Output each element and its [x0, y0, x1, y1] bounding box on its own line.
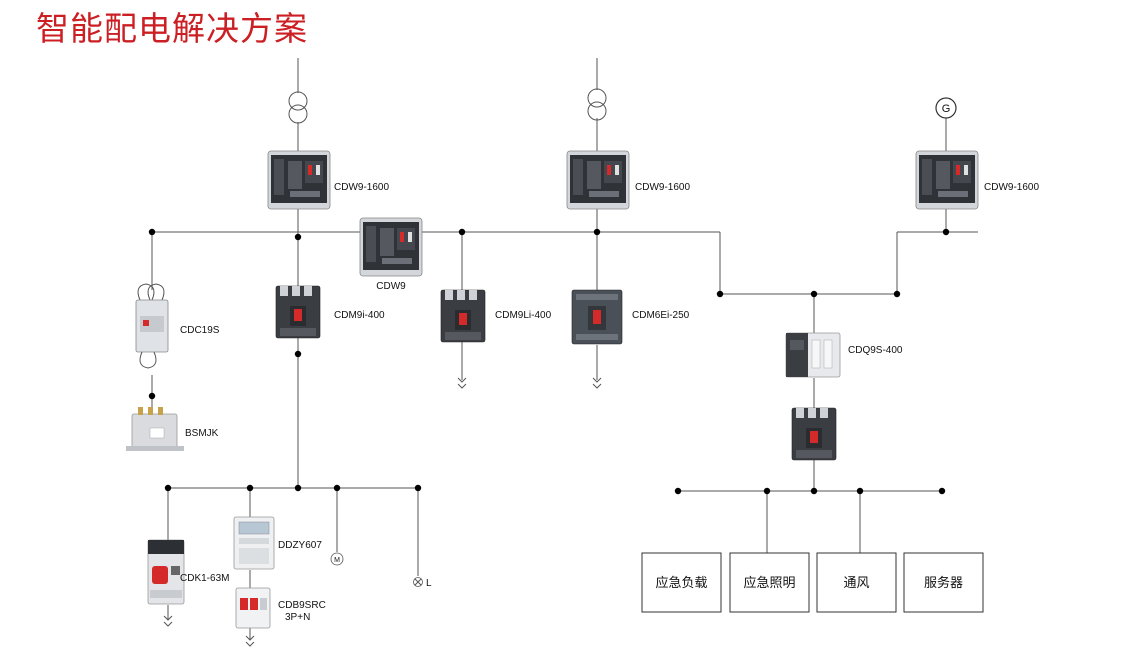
cdk-controller[interactable]: CDK1-63M [147, 539, 229, 605]
capacitor-contactor-label: CDC19S [180, 325, 220, 336]
motor-symbol: M [334, 557, 340, 564]
acb-main-3[interactable]: CDW9-1600 [915, 150, 1039, 210]
transformer-1-icon [288, 91, 308, 124]
rcbo-label: CDB9SRC [278, 600, 326, 611]
energy-meter[interactable]: DDZY607 [233, 516, 322, 570]
load-server-label: 服务器 [924, 575, 963, 591]
load-server[interactable]: 服务器 [903, 552, 984, 613]
motor-icon: M [330, 552, 344, 566]
acb-tie-label: CDW9 [376, 281, 406, 292]
mccb-cdm9li[interactable]: CDM9Li-400 [440, 289, 552, 343]
junctions [148, 228, 950, 495]
mccb-cdm6ei[interactable]: CDM6Ei-250 [571, 289, 690, 345]
mccb-cdm9i-label: CDM9i-400 [334, 310, 385, 321]
lamp-symbol: L [426, 578, 432, 589]
cdk-controller-label: CDK1-63M [180, 573, 229, 584]
load-emergency-lighting[interactable]: 应急照明 [729, 552, 810, 613]
wires [151, 58, 978, 640]
load-emergency-lighting-label: 应急照明 [743, 575, 795, 591]
acb-tie[interactable]: CDW9 [359, 217, 423, 292]
rcbo[interactable]: CDB9SRC 3P+N [235, 587, 326, 629]
load-ventilation-label: 通风 [843, 576, 869, 591]
ats-switch[interactable]: CDQ9S-400 [785, 332, 903, 378]
load-ventilation[interactable]: 通风 [816, 552, 897, 613]
load-emergency[interactable]: 应急负载 [641, 552, 722, 613]
mccb-emergency[interactable] [791, 407, 837, 461]
ats-switch-label: CDQ9S-400 [848, 345, 903, 356]
generator-symbol: G [942, 103, 951, 115]
transformer-2-icon [587, 88, 607, 121]
lamp-icon: L [413, 577, 432, 589]
mccb-cdm9li-label: CDM9Li-400 [495, 310, 552, 321]
rcbo-poles-label: 3P+N [285, 612, 310, 623]
mccb-cdm9i[interactable]: CDM9i-400 [275, 285, 385, 339]
acb-main-2[interactable]: CDW9-1600 [566, 150, 690, 210]
page-title: 智能配电解决方案 [36, 9, 308, 48]
feeder-arrow-icons [163, 377, 602, 647]
acb-main-1-label: CDW9-1600 [334, 182, 389, 193]
load-emergency-label: 应急负载 [655, 575, 707, 591]
energy-meter-label: DDZY607 [278, 540, 322, 551]
mccb-cdm6ei-label: CDM6Ei-250 [632, 310, 690, 321]
capacitor-contactor[interactable]: CDC19S [135, 283, 220, 369]
acb-main-3-label: CDW9-1600 [984, 182, 1039, 193]
acb-main-2-label: CDW9-1600 [635, 182, 690, 193]
capacitor-bank-label: BSMJK [185, 428, 219, 439]
acb-main-1[interactable]: CDW9-1600 [267, 150, 389, 210]
generator-icon: G [935, 97, 957, 119]
capacitor-bank[interactable]: BSMJK [126, 407, 219, 451]
